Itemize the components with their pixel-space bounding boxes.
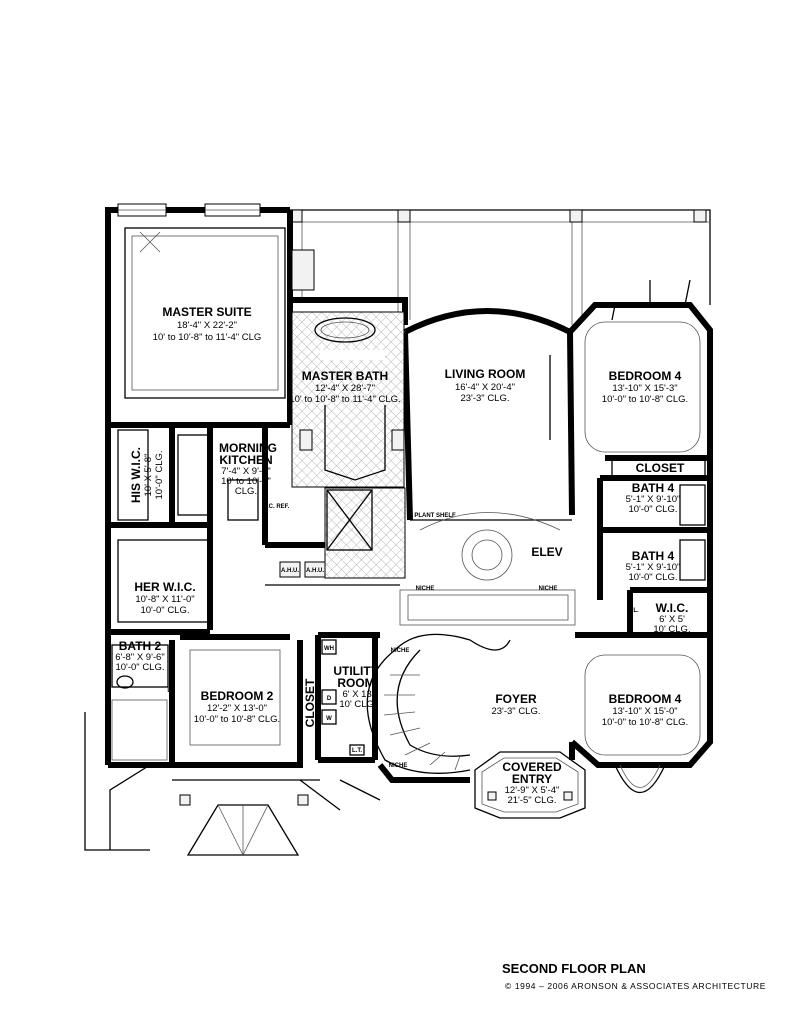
plan-copyright: © 1994 – 2006 ARONSON & ASSOCIATES ARCHI… [505, 981, 766, 991]
bedroom4-top-dims: 13'-10" X 15'-3" [612, 383, 677, 394]
master-suite-name: MASTER SUITE [162, 305, 251, 319]
foyer-name: FOYER [495, 692, 537, 706]
wic-right-name: W.I.C. [656, 601, 689, 615]
bedroom4-bottom-clg: 10'-0" to 10'-8" CLG. [602, 717, 688, 728]
bedroom2-name: BEDROOM 2 [201, 689, 274, 703]
her-wic-dims: 10'-8" X 11'-0" [135, 594, 194, 605]
living-room [410, 355, 572, 581]
master-bath-clg: 10' to 10'-8" to 11'-4" CLG. [289, 394, 400, 405]
niche-label-1: NICHE [416, 586, 435, 592]
bedroom4-top-clg: 10'-0" to 10'-8" CLG. [602, 394, 688, 405]
bath4-b-name: BATH 4 [632, 549, 675, 563]
covered-entry-name-2: ENTRY [512, 772, 552, 786]
master-bath-name: MASTER BATH [302, 369, 388, 383]
bath4-b-dims: 5'-1" X 9'-10" [626, 562, 681, 573]
balcony-roof [84, 712, 381, 856]
his-wic-name: HIS W.I.C. [129, 447, 143, 503]
wic-right-clg: 10' CLG. [653, 624, 690, 635]
morning-kitchen-clg-1: 10' to 10'-8" [221, 476, 271, 487]
bath4-a-clg: 10'-0" CLG. [628, 504, 677, 515]
covered-entry-name-1: COVERED [502, 760, 562, 774]
utility-name-2: ROOM [337, 676, 374, 690]
elevator-name: ELEV [531, 545, 562, 559]
master-bath-dims: 12'-4" X 28'-7" [315, 383, 375, 394]
living-room-clg: 23'-3" CLG. [460, 393, 509, 404]
foyer-clg: 23'-3" CLG. [491, 706, 540, 717]
spiral-staircase [366, 633, 511, 774]
utility-name-1: UTILITY [333, 664, 378, 678]
dryer-label: D [327, 696, 332, 702]
master-suite-room [108, 227, 315, 428]
utility-clg: 10' CLG. [339, 699, 376, 710]
bath2-dims: 6'-8" X 9'-6" [115, 652, 164, 663]
her-wic-name: HER W.I.C. [134, 580, 195, 594]
fridge-label: U.C. REF. [263, 504, 290, 510]
morning-kitchen-name-1: MORNING [219, 441, 277, 455]
right-wing-internals [575, 279, 710, 794]
bath4-b-clg: 10'-0" CLG. [628, 572, 677, 583]
water-heater-label: WH [324, 646, 334, 652]
niche-label-3: NICHE [391, 648, 410, 654]
master-suite-dims: 18'-4" X 22'-2" [177, 320, 237, 331]
bath2-clg: 10'-0" CLG. [115, 662, 164, 673]
plan-title: SECOND FLOOR PLAN [502, 961, 646, 976]
morning-kitchen-clg-2: CLG. [235, 486, 257, 497]
rotated-his-wic: HIS W.I.C. 10' X 5'-8" 10'-0" CLG. [129, 447, 165, 503]
covered-entry-clg: 21'-5" CLG. [507, 795, 556, 806]
living-room-name: LIVING ROOM [445, 367, 526, 381]
linen-label-2: L. [617, 528, 623, 534]
bedroom4-top-name: BEDROOM 4 [609, 369, 682, 383]
bath4-a-name: BATH 4 [632, 481, 675, 495]
exterior-walls [105, 203, 713, 783]
ahu-label-1: A.H.U. [281, 568, 299, 574]
closet-left-name: CLOSET [303, 678, 317, 727]
linen-label-3: L. [633, 608, 639, 614]
niche-label-2: NICHE [539, 586, 558, 592]
master-suite-clg: 10' to 10'-8" to 11'-4" CLG [153, 332, 262, 343]
utility-dims: 6' X 13' [342, 689, 373, 700]
bedroom4-bottom-dims: 13'-10" X 15'-0" [612, 706, 677, 717]
morning-kitchen-dims: 7'-4" X 9'-8" [221, 466, 270, 477]
washer-label: W [326, 716, 332, 722]
bedroom2-dims: 12'-2" X 13'-0" [207, 703, 267, 714]
covered-entry-bay [474, 751, 586, 819]
living-room-dims: 16'-4" X 20'-4" [455, 382, 515, 393]
his-wic-clg: 10'-0" CLG. [154, 450, 165, 499]
bedroom2-clg: 10'-0" to 10'-8" CLG. [194, 714, 280, 725]
covered-entry-dims: 12'-9" X 5'-4" [505, 785, 560, 796]
rotated-closet-left: CLOSET [303, 678, 317, 727]
his-wic-dims: 10' X 5'-8" [143, 454, 154, 497]
ahu-label-2: A.H.U. [306, 568, 324, 574]
laundry-tub-label: L.T. [352, 748, 362, 754]
her-wic-clg: 10'-0" CLG. [140, 605, 189, 616]
hallway [265, 584, 576, 626]
niche-label-4: NICHE [389, 763, 408, 769]
linen-label-1: L. [167, 688, 173, 694]
plant-shelf-label: PLANT SHELF [414, 513, 456, 519]
master-bath-room [291, 311, 406, 579]
terrace-outline [289, 209, 711, 325]
morning-kitchen-name-2: KITCHEN [219, 453, 272, 467]
bath4-a-dims: 5'-1" X 9'-10" [626, 494, 681, 505]
wic-right-dims: 6' X 5' [659, 614, 685, 625]
bedroom4-bottom-name: BEDROOM 4 [609, 692, 682, 706]
closet-right-name: CLOSET [636, 461, 685, 475]
bath2-name: BATH 2 [119, 639, 162, 653]
